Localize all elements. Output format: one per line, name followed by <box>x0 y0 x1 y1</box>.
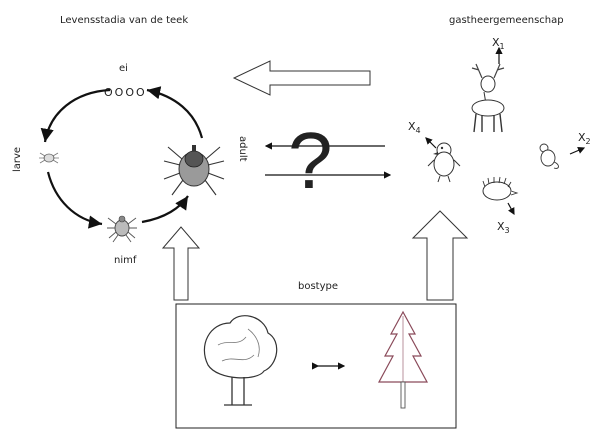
larva-to-nymph-arrow <box>46 171 103 229</box>
larva-label: larve <box>12 147 23 172</box>
egg-label: ei <box>119 63 128 74</box>
x4-label: X4 <box>408 120 421 135</box>
x2-arrow <box>569 147 586 155</box>
deciduous-tree-icon <box>203 315 278 406</box>
nymph-label: nimf <box>114 255 137 266</box>
mouse-icon <box>539 143 559 169</box>
adult-label: adult <box>237 136 248 162</box>
forest-to-ticks-arrow <box>161 226 201 301</box>
return-arrow-left <box>232 60 371 96</box>
x1-label: X1 <box>492 36 505 51</box>
life-stages-title: Levensstadia van de teek <box>60 15 188 26</box>
x3-label: X3 <box>497 220 510 235</box>
forest-type-label: bostype <box>298 281 338 292</box>
x3-arrow <box>507 202 515 216</box>
forest-to-hosts-arrow <box>411 210 469 301</box>
question-mark: ? <box>288 116 333 205</box>
adult-to-egg-arrow <box>146 86 204 139</box>
deer-icon <box>471 63 505 133</box>
nymph-to-adult-arrow <box>141 195 189 224</box>
nymph-tick-icon <box>107 215 137 243</box>
conifer-tree-icon <box>377 310 429 409</box>
x4-arrow <box>425 137 437 149</box>
adult-tick-icon <box>163 145 225 196</box>
eggs-glyphs: OOOO <box>104 86 147 99</box>
host-community-title: gastheergemeenschap <box>449 15 564 26</box>
x2-label: X2 <box>578 131 591 146</box>
bird-icon <box>427 142 461 183</box>
larva-tick-icon <box>39 152 59 164</box>
hedgehog-icon <box>482 176 519 201</box>
egg-to-larva-arrow <box>40 88 111 143</box>
